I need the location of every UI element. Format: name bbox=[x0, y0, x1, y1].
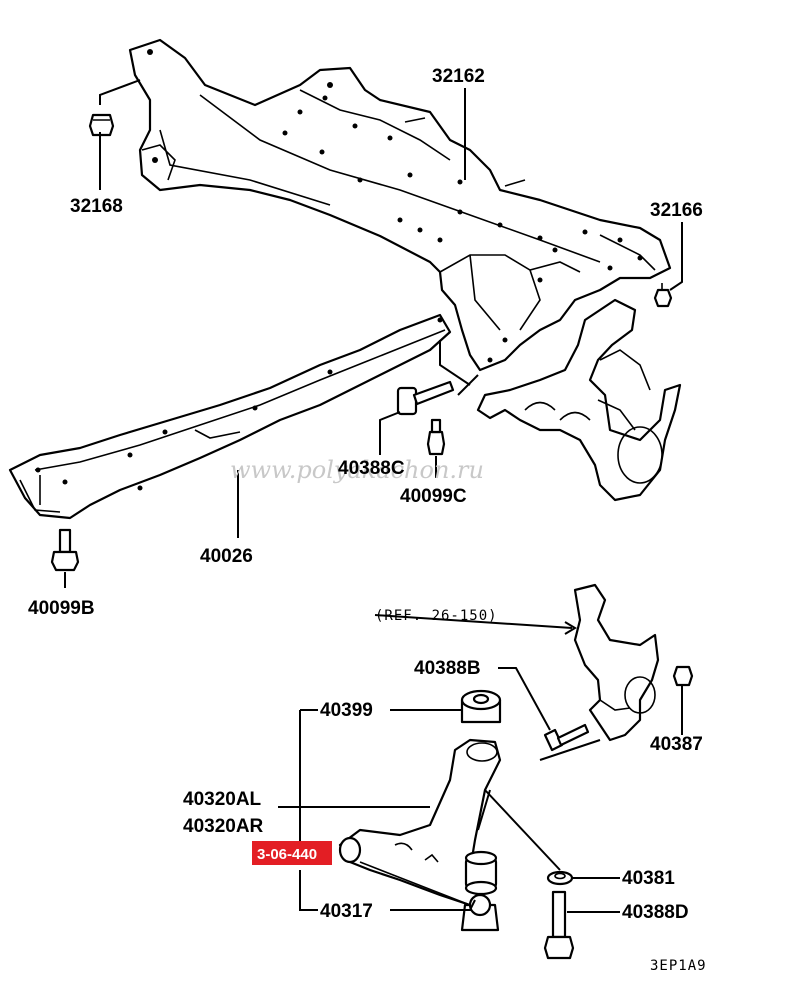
highlight-badge-bg bbox=[252, 841, 332, 865]
label-32166: 32166 bbox=[650, 200, 703, 221]
watermark: www.polyakachon.ru bbox=[230, 456, 484, 484]
label-40387: 40387 bbox=[650, 734, 703, 755]
crossmember bbox=[128, 38, 672, 372]
drawing-code: 3EP1A9 bbox=[650, 958, 707, 974]
bolt-40099b bbox=[50, 528, 80, 572]
label-40381: 40381 bbox=[622, 868, 675, 889]
ball-joint bbox=[460, 893, 500, 932]
steering-knuckle-lower bbox=[573, 583, 660, 742]
leader-lines bbox=[64, 79, 683, 913]
nut-32168 bbox=[88, 113, 115, 137]
washer-40381 bbox=[546, 870, 574, 886]
bolt-40388c bbox=[396, 380, 455, 416]
longitudinal-member bbox=[8, 313, 452, 520]
label-40388b: 40388B bbox=[414, 658, 481, 679]
highlight-badge-label[interactable]: 3-06-440 bbox=[257, 846, 317, 863]
bolt-40099c bbox=[426, 418, 446, 456]
reference-note: (REF. 26-150) bbox=[375, 608, 498, 624]
nut-40387 bbox=[672, 665, 694, 687]
label-40388c: 40388C bbox=[338, 458, 405, 479]
label-40320al: 40320AL bbox=[183, 789, 262, 810]
label-40099b: 40099B bbox=[28, 598, 95, 619]
label-32168: 32168 bbox=[70, 196, 123, 217]
bushing-rear bbox=[464, 850, 498, 896]
highlight-badge[interactable]: 3-06-440 bbox=[252, 841, 332, 865]
label-40099c: 40099C bbox=[400, 486, 467, 507]
bushing-40399 bbox=[460, 689, 502, 724]
label-40317: 40317 bbox=[320, 901, 373, 922]
label-40026: 40026 bbox=[200, 546, 253, 567]
steering-knuckle-upper bbox=[476, 298, 682, 502]
label-32162: 32162 bbox=[432, 66, 485, 87]
label-40399: 40399 bbox=[320, 700, 373, 721]
bolt-32166 bbox=[653, 283, 673, 308]
bolt-40388b bbox=[543, 723, 590, 752]
bolt-40388d bbox=[543, 890, 575, 960]
label-40320ar: 40320AR bbox=[183, 816, 264, 837]
label-40388d: 40388D bbox=[622, 902, 689, 923]
